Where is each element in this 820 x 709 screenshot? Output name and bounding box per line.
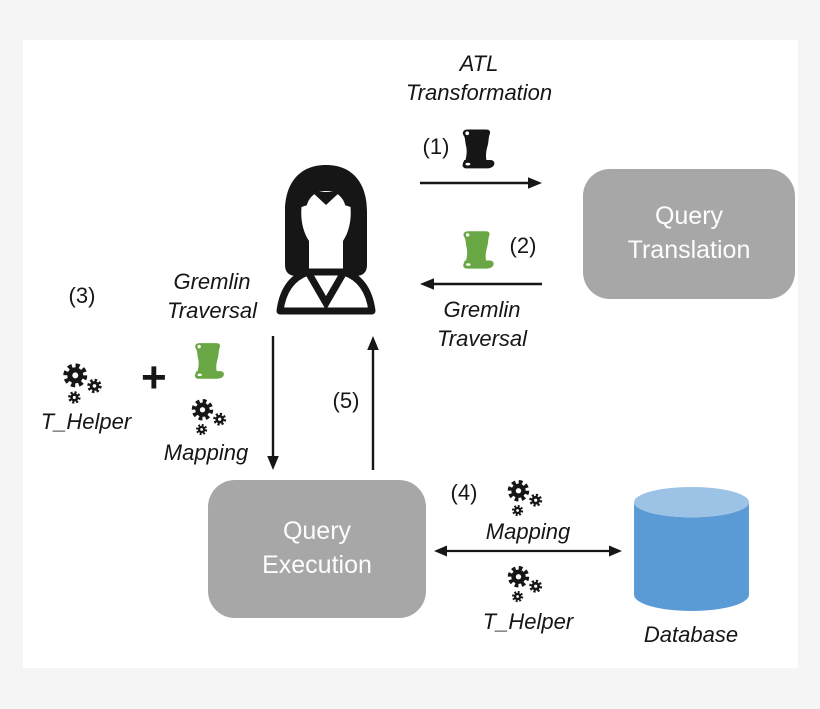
step-5-label: (5) xyxy=(332,388,360,413)
gears-icon xyxy=(503,477,546,520)
scroll-icon xyxy=(463,231,494,269)
mapping-left-label: Mapping xyxy=(163,440,249,465)
arrow-1-right-icon xyxy=(420,177,542,189)
step-2-label: (2) xyxy=(509,233,537,258)
t-helper-db-label: T_Helper xyxy=(482,609,574,634)
query-execution-node: Query Execution xyxy=(208,480,426,618)
gears-icon xyxy=(187,396,230,439)
arrow-5-up-icon xyxy=(367,336,379,470)
query-translation-node: Query Translation xyxy=(583,169,795,299)
t-helper-left-label: T_Helper xyxy=(40,409,132,434)
gears-icon xyxy=(503,563,546,606)
user-icon xyxy=(262,163,390,311)
gears-icon xyxy=(58,360,106,408)
atl-transformation-label: ATL Transformation xyxy=(405,51,553,105)
arrow-down-icon xyxy=(267,336,279,470)
database-cylinder-icon xyxy=(634,487,749,611)
scroll-icon xyxy=(462,129,495,169)
scroll-icon xyxy=(194,343,224,379)
arrow-4-bidirectional-icon xyxy=(434,545,622,557)
plus-sign: + xyxy=(141,353,167,402)
database-label: Database xyxy=(643,622,739,647)
gremlin-traversal-return-label: Gremlin Traversal xyxy=(436,297,528,351)
step-1-label: (1) xyxy=(422,134,450,159)
mapping-db-label: Mapping xyxy=(485,519,571,544)
arrow-2-left-icon xyxy=(420,278,542,290)
step-4-label: (4) xyxy=(450,480,478,505)
gremlin-traversal-user-label: Gremlin Traversal xyxy=(166,269,258,323)
step-3-label: (3) xyxy=(68,283,96,308)
